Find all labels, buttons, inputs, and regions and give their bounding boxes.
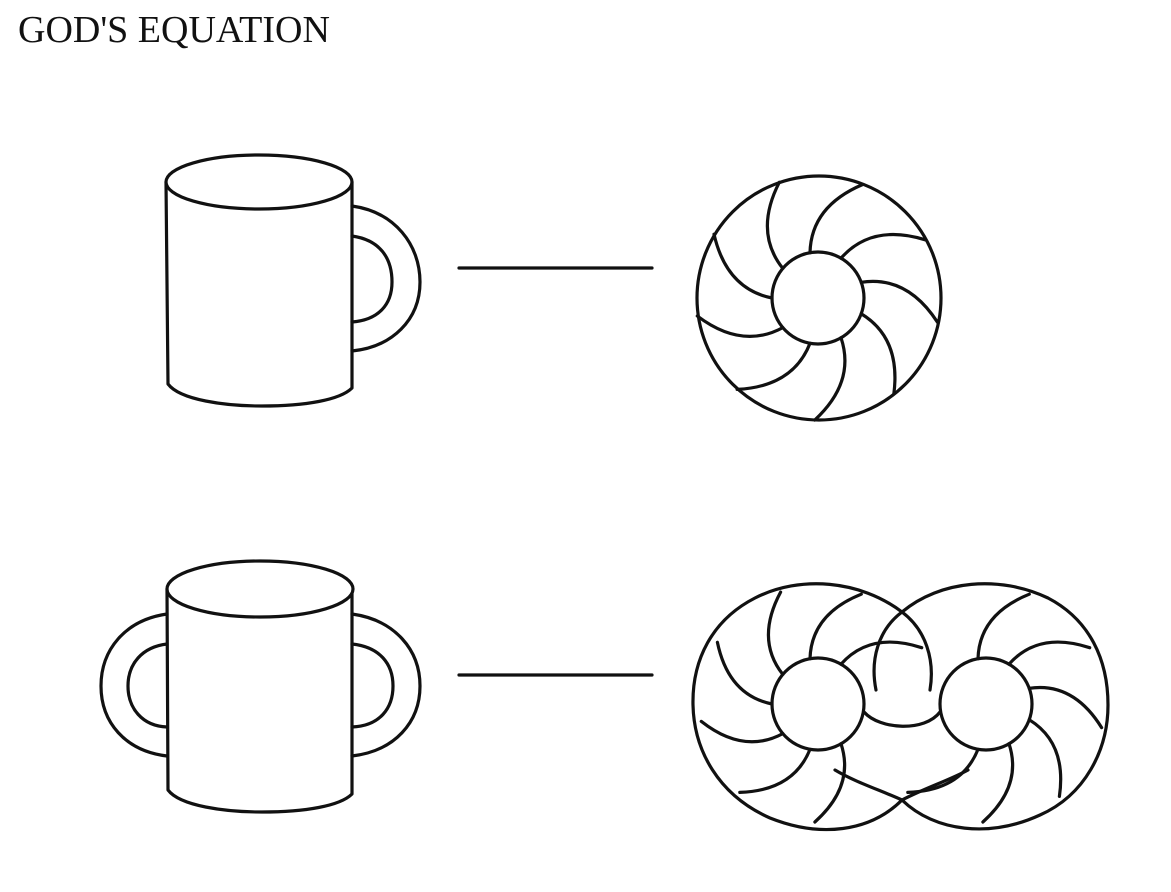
doughnut-bridge-lens: [862, 710, 942, 728]
arrow-right: [457, 266, 654, 270]
doughnut-segment-line: [859, 279, 940, 324]
mug-body: [165, 587, 354, 814]
mug-handle-right: [350, 612, 422, 758]
arrow-right: [457, 673, 654, 677]
doughnut-bridge-bottom: [833, 768, 970, 802]
mug-handle-left: [99, 612, 169, 758]
page-title: GOD'S EQUATION: [18, 9, 330, 51]
doughnut-segments-left: [699, 590, 924, 824]
doughnut-segment-line: [1027, 685, 1104, 730]
doughnut-one-hole: [695, 174, 943, 422]
doughnut-segment-line: [1027, 718, 1063, 798]
doughnut-outer-rim: [695, 174, 943, 422]
doughnut-outer-rim: [691, 582, 1110, 832]
doughnut-segment-line: [813, 336, 847, 422]
row-1: [164, 153, 943, 422]
doughnut-segment-line: [906, 747, 980, 794]
two-handled-mug: [99, 559, 422, 814]
mug-rim: [165, 559, 355, 619]
doughnut-segment-line: [738, 747, 812, 794]
doughnut-segment-line: [695, 314, 785, 338]
doughnut-segment-line: [715, 640, 774, 706]
mug-handle-right: [350, 204, 422, 353]
one-handled-mug: [164, 153, 422, 408]
doughnut-segment-line: [766, 590, 785, 676]
doughnut-segment-line: [813, 742, 847, 824]
doughnut-segments-right: [906, 592, 1104, 824]
doughnut-bridge-top: [872, 610, 933, 692]
mug-body: [164, 180, 354, 408]
doughnut-segment-line: [981, 742, 1015, 824]
doughnut-hole-left: [770, 656, 866, 752]
doughnut-segment-line: [699, 719, 785, 744]
doughnut-segment-line: [859, 312, 897, 396]
doughnut-segment-line: [839, 232, 927, 260]
doughnut-segment-line: [808, 182, 865, 255]
doughnut-segment-line: [1007, 640, 1092, 666]
doughnut-segment-line: [712, 232, 774, 300]
doughnut-two-holes: [691, 582, 1110, 832]
doughnut-segment-line: [839, 640, 924, 666]
row-2: [99, 559, 1110, 832]
doughnut-segment-line: [808, 592, 863, 661]
doughnut-segment-line: [735, 341, 812, 391]
mug-rim: [164, 153, 354, 211]
doughnut-hole: [770, 250, 866, 346]
doughnut-segment-line: [765, 180, 785, 270]
doughnut-segment-line: [976, 592, 1031, 661]
doughnut-segments: [695, 180, 940, 422]
doughnut-hole-right: [938, 656, 1034, 752]
